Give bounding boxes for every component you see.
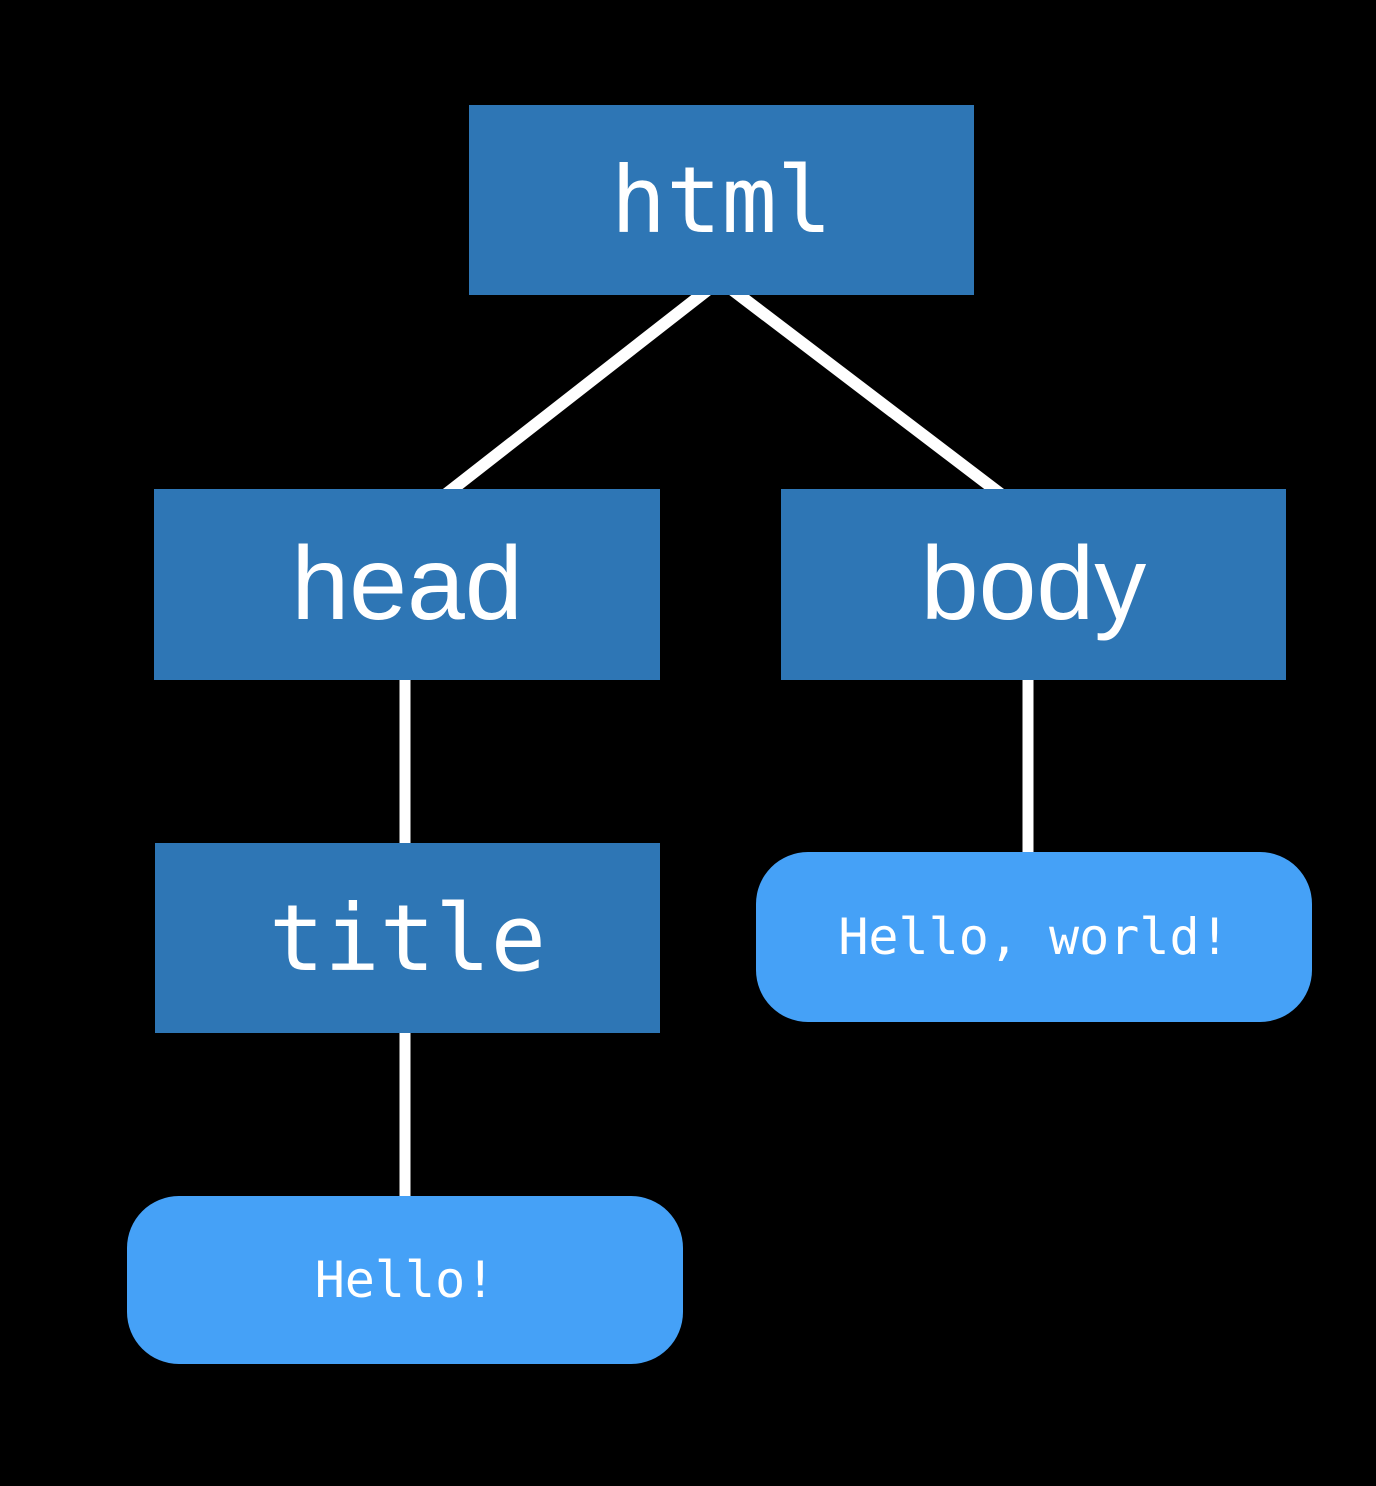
node-html: html: [469, 105, 974, 295]
node-body-label: body: [920, 526, 1147, 642]
node-html-label: html: [610, 146, 833, 254]
node-title-label: title: [269, 884, 546, 992]
node-text-hello-world: Hello, world!: [756, 852, 1312, 1022]
node-text-hello: Hello!: [127, 1196, 683, 1364]
edge-html-head-line: [441, 280, 718, 500]
node-head-label: head: [291, 526, 523, 642]
node-body: body: [781, 489, 1286, 680]
edge-html-body-line: [722, 280, 1006, 500]
node-text-hello-label: Hello!: [314, 1251, 496, 1309]
node-head: head: [154, 489, 660, 680]
node-title: title: [155, 843, 660, 1033]
node-text-hello-world-label: Hello, world!: [838, 908, 1230, 966]
